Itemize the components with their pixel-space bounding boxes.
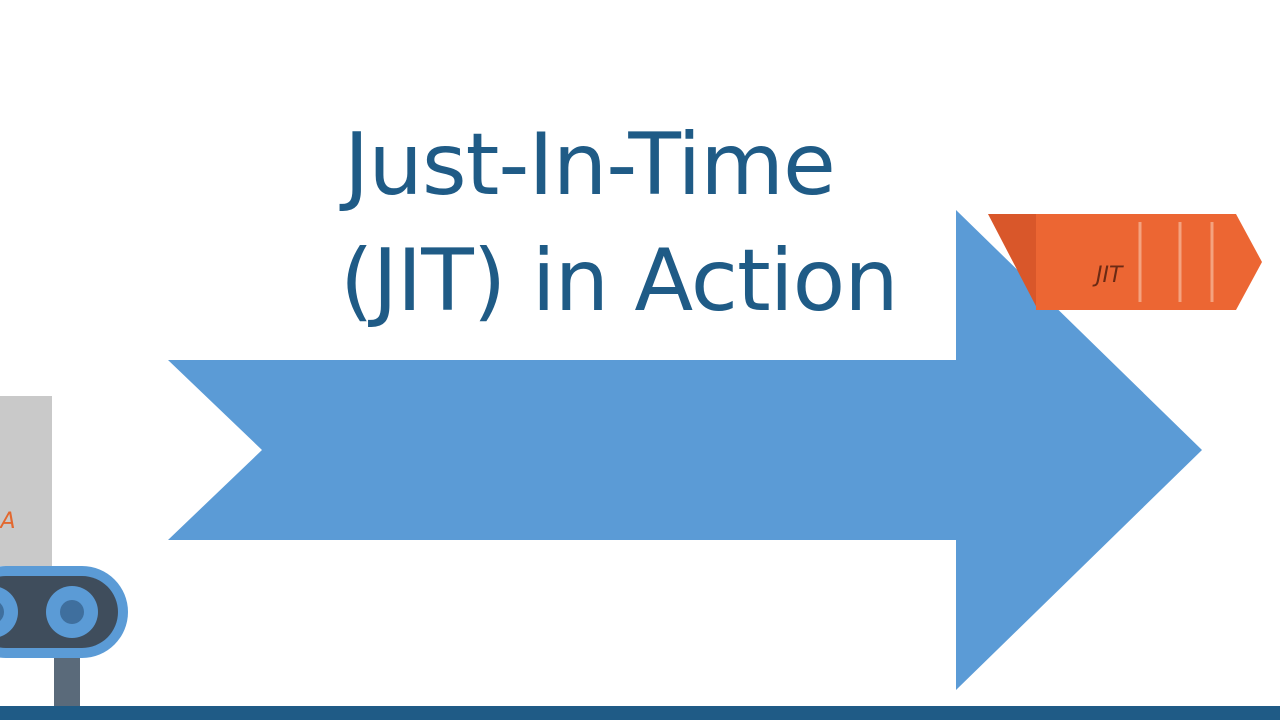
conveyor-wheel-hub [60, 600, 84, 624]
jit-tag-label: JIT [1092, 263, 1124, 288]
title-line-1: Just-In-Time [344, 115, 836, 215]
conveyor-belt [0, 566, 128, 710]
conveyor-leg [54, 650, 80, 710]
jit-tag: JIT [988, 214, 1262, 310]
title-line-2: (JIT) in Action [340, 231, 899, 331]
product-box-label: JA [0, 509, 16, 534]
conveyor-wheel-hub [0, 603, 4, 621]
process-arrow [168, 210, 1202, 690]
product-box-body [0, 396, 52, 566]
conveyor-wheel [0, 587, 18, 637]
bottom-bar [0, 706, 1280, 720]
product-box: JA [0, 396, 52, 566]
jit-tag-body [1036, 214, 1262, 310]
